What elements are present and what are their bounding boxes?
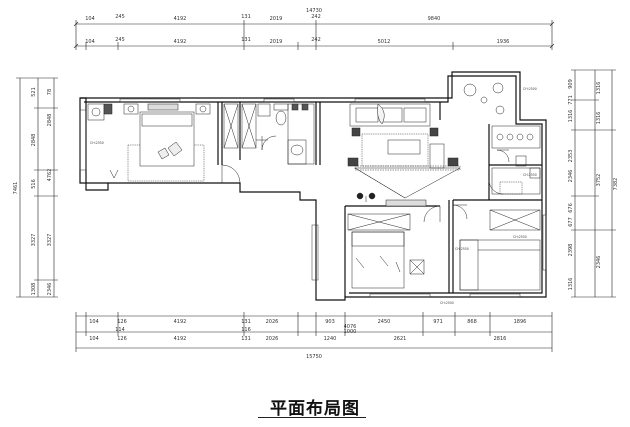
room-label-2: CH:2500	[523, 87, 537, 91]
bottom-dim: 126	[117, 319, 127, 325]
drawing-title: 平面布局图	[270, 399, 360, 419]
bottom-dim: 104	[89, 319, 99, 325]
right-dimension-lines	[571, 69, 616, 298]
room-label-1: CH:2550	[90, 141, 104, 145]
third-bedroom	[459, 209, 541, 291]
top-dim: 2019	[270, 16, 283, 22]
bottom-dim: 2026	[266, 319, 279, 325]
room-label-6: CH:2550	[513, 235, 527, 239]
left-total-dim: 7461	[13, 182, 19, 195]
bottom-dim2: 126	[117, 336, 127, 342]
top-total-dim: 14730	[306, 8, 322, 14]
left-dimension-text: 7461 521 2848 516 3327 1308 78 2848 4762…	[13, 87, 53, 295]
bottom-dim: 903	[325, 319, 335, 325]
title-underline	[258, 417, 366, 418]
top-dim2: 242	[311, 37, 321, 43]
master-bedroom	[109, 103, 211, 182]
right-outer-dim: 2346	[596, 256, 602, 269]
top-dim2: 245	[115, 37, 125, 43]
bottom-dimension-text: 104 126 4192 131 2026 903 2450 971 868 1…	[89, 319, 526, 360]
right-dimension-text: 7382 1316 1316 3752 2346 909 771 1316 23…	[568, 79, 619, 290]
top-dim: 4192	[174, 16, 187, 22]
balcony	[463, 82, 505, 115]
left-dim: 521	[31, 87, 37, 97]
bottom-dim2: 104	[89, 336, 99, 342]
left-inner-dim: 2848	[47, 114, 53, 127]
top-dim: 245	[115, 14, 125, 20]
left-dim: 1308	[31, 283, 37, 296]
bottom-mid-dim: 116	[241, 327, 251, 333]
top-dim: 104	[85, 16, 95, 22]
top-dim: 9840	[428, 16, 441, 22]
bottom-dim: 131	[241, 319, 251, 325]
windows	[79, 98, 547, 298]
top-dim: 131	[241, 14, 251, 20]
right-outer-dim: 3752	[596, 174, 602, 187]
bottom-dim2: 4192	[174, 336, 187, 342]
living-room	[347, 103, 461, 207]
bottom-dim: 868	[467, 319, 477, 325]
right-outer-dim: 1316	[596, 112, 602, 125]
left-dimension-lines	[16, 77, 58, 298]
bottom-dim2: 2621	[394, 336, 407, 342]
right-outer-dim: 1316	[596, 82, 602, 95]
left-dim: 2848	[31, 134, 37, 147]
right-inner-dim: 676	[568, 203, 574, 213]
right-inner-dim: 771	[568, 95, 574, 105]
bottom-mid-dim: 114	[115, 327, 125, 333]
top-dim2: 2019	[270, 39, 283, 45]
room-label-5: CH:2500	[440, 301, 454, 305]
bottom-dim2: 2816	[494, 336, 507, 342]
bottom-dim2: 2026	[266, 336, 279, 342]
bottom-dim2: 1240	[324, 336, 337, 342]
top-dim2: 5012	[378, 39, 391, 45]
left-inner-dim: 3327	[47, 234, 53, 247]
right-inner-dim: 909	[568, 79, 574, 89]
top-dim2: 131	[241, 37, 251, 43]
top-dim: 242	[311, 14, 321, 20]
bottom-dim2: 131	[241, 336, 251, 342]
left-inner-dim: 2346	[47, 283, 53, 296]
bottom-dim: 1896	[514, 319, 527, 325]
room-label-3: CH:2550	[523, 173, 537, 177]
room-label-4: CH:2550	[455, 247, 469, 251]
top-dimension-lines	[73, 20, 555, 50]
kitchen	[491, 125, 541, 195]
bathroom	[223, 103, 315, 165]
top-dimension-text: 14730 104 245 4192 131 2019 242 9840 104…	[85, 8, 509, 45]
walls	[79, 71, 547, 301]
left-inner-dim: 4762	[47, 169, 53, 182]
bottom-total-dim: 15750	[306, 354, 322, 360]
utility-corner	[87, 103, 113, 121]
right-inner-dim: 677	[568, 217, 574, 227]
doors	[221, 135, 510, 223]
bottom-mid-dim: 4076	[344, 324, 357, 330]
left-dim: 516	[31, 179, 37, 189]
top-dim2: 4192	[174, 39, 187, 45]
top-dim2: 1936	[497, 39, 510, 45]
second-bedroom	[347, 213, 425, 289]
room-labels: CH:2550 CH:2500 CH:2550 CH:2550 CH:2500 …	[90, 87, 537, 305]
right-inner-dim: 2353	[568, 150, 574, 163]
bed-left	[139, 111, 195, 167]
left-inner-dim: 78	[47, 89, 53, 95]
top-dim2: 104	[85, 39, 95, 45]
right-inner-dim: 2398	[568, 244, 574, 257]
right-inner-dim: 1316	[568, 278, 574, 291]
bottom-dim: 4192	[174, 319, 187, 325]
right-total-dim: 7382	[613, 178, 619, 191]
bottom-dim: 2450	[378, 319, 391, 325]
bottom-mid-dim: 1000	[344, 329, 357, 335]
right-inner-dim: 2346	[568, 170, 574, 183]
bottom-dim: 971	[433, 319, 443, 325]
left-dim: 3327	[31, 234, 37, 247]
right-inner-dim: 1316	[568, 110, 574, 123]
bottom-dimension-lines	[75, 312, 553, 352]
